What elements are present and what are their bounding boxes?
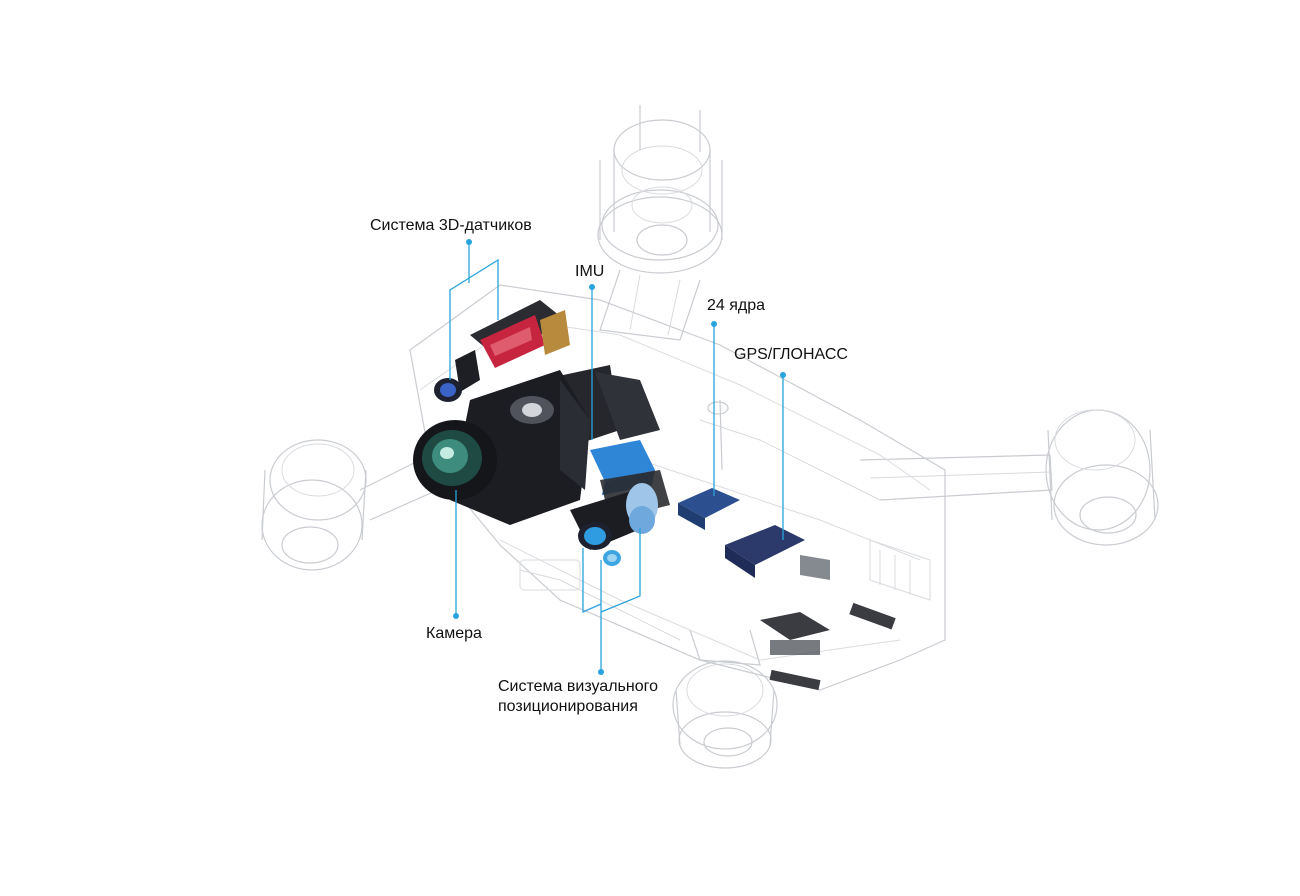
gps-chip — [725, 525, 830, 580]
label-vision-positioning: Система визуального позиционирования — [498, 677, 698, 717]
label-imu: IMU — [575, 262, 604, 282]
motor-right — [860, 410, 1158, 545]
processor-chip — [678, 488, 740, 530]
label-24-cores: 24 ядра — [707, 296, 765, 316]
label-3d-sensors: Система 3D-датчиков — [370, 216, 532, 236]
label-vision-line2: позиционирования — [498, 697, 698, 717]
label-vision-line1: Система визуального — [498, 677, 698, 697]
motor-top — [598, 105, 722, 340]
label-gps-glonass: GPS/ГЛОНАСС — [734, 345, 848, 365]
label-camera: Камера — [426, 624, 482, 644]
